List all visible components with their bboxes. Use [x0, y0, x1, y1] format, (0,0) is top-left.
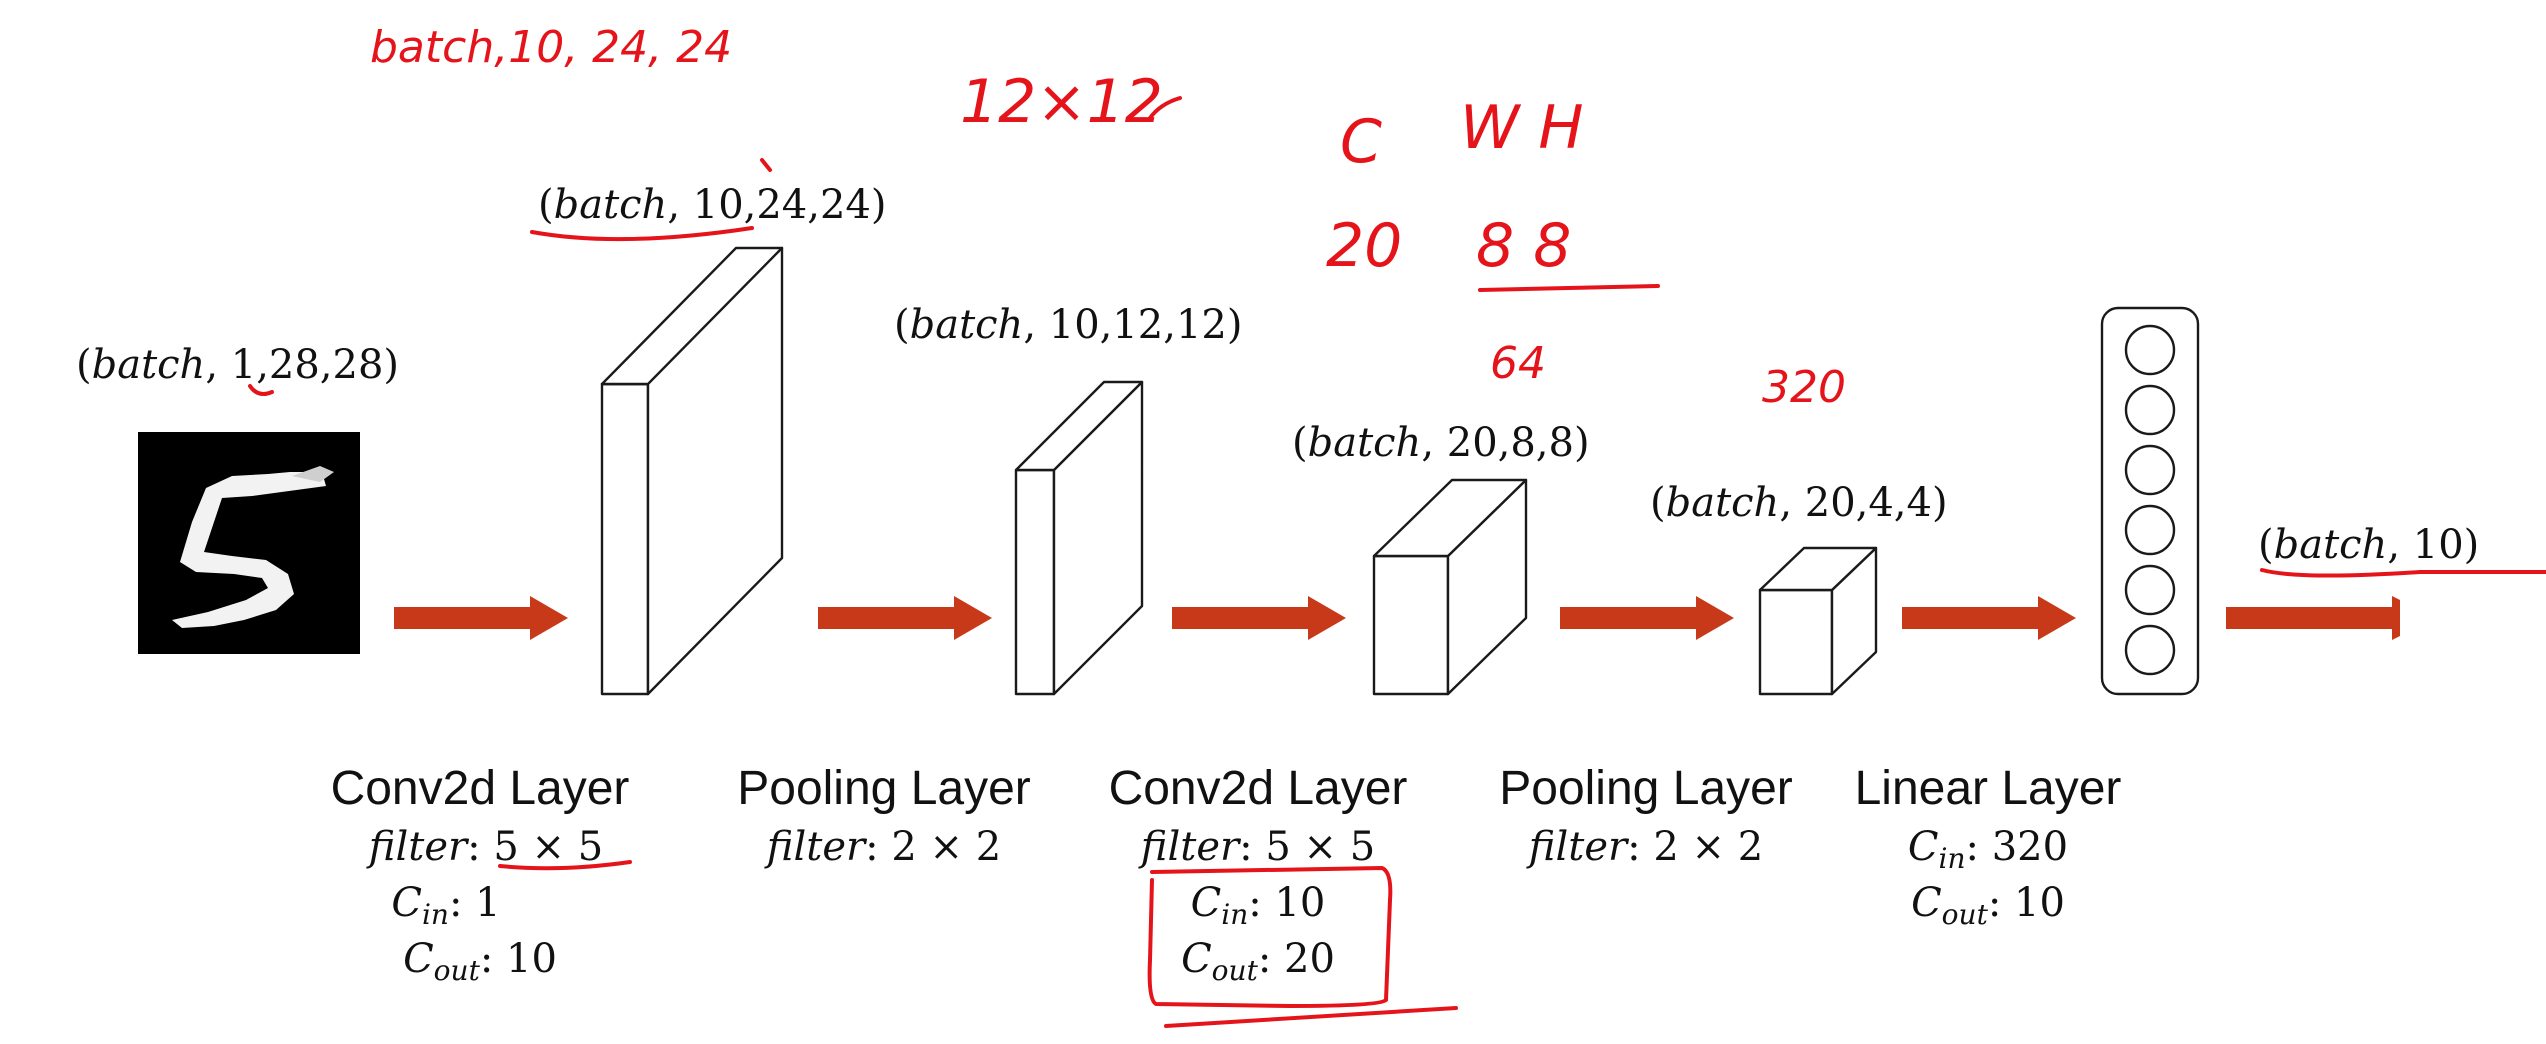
linear-layer-neurons	[2100, 306, 2200, 696]
layer-caption-linear: Linear Layer Cin: 320 Cout: 10	[1855, 762, 2122, 931]
arrow-2	[818, 596, 992, 640]
svg-text:Cout: 10: Cout: 10	[403, 936, 557, 987]
pool1-output-box	[1014, 380, 1144, 696]
svg-text:Cin: 10: Cin: 10	[1191, 880, 1326, 931]
annotation-batch-dims: batch,10, 24, 24	[370, 22, 732, 73]
svg-text:Pooling Layer: Pooling Layer	[737, 762, 1031, 815]
annotation-sixty-four: 64	[1490, 338, 1546, 389]
pool2-output-box	[1758, 546, 1878, 696]
arrow-6	[2226, 596, 2400, 640]
svg-text:filter: 5 × 5: filter: 5 × 5	[1138, 824, 1375, 870]
shape-label-pool2: (batch, 20,4,4)	[1650, 480, 1948, 526]
annotation-wh: W H	[1460, 93, 1584, 163]
svg-text:Cout: 10: Cout: 10	[1911, 880, 2065, 931]
layer-caption-conv2: Conv2d Layer filter: 5 × 5 Cin: 10 Cout:…	[1109, 762, 1408, 987]
shape-label-output: (batch, 10)	[2258, 522, 2479, 568]
svg-text:Pooling Layer: Pooling Layer	[1499, 762, 1793, 815]
annotation-c: C	[1340, 107, 1382, 177]
annotation-twelve-by-twelve: 12×12	[960, 67, 1163, 137]
arrow-5	[1902, 596, 2076, 640]
conv2-output-box	[1372, 478, 1528, 696]
shape-label-input: (batch, 1,28,28)	[76, 342, 399, 388]
svg-text:Conv2d Layer: Conv2d Layer	[1109, 762, 1408, 815]
svg-text:Cout: 20: Cout: 20	[1181, 936, 1335, 987]
layer-caption-pool2: Pooling Layer filter: 2 × 2	[1499, 762, 1793, 870]
svg-text:Linear Layer: Linear Layer	[1855, 762, 2122, 815]
layer-caption-conv1: Conv2d Layer filter: 5 × 5 Cin: 1 Cout: …	[331, 762, 630, 987]
shape-label-conv1: (batch, 10,24,24)	[538, 182, 886, 228]
annotation-eight-eight: 8 8	[1476, 211, 1571, 281]
svg-text:filter: 5 × 5: filter: 5 × 5	[366, 824, 603, 870]
red-ink-strokes	[248, 96, 2546, 1028]
input-digit-image	[138, 432, 360, 654]
arrow-4	[1560, 596, 1734, 640]
svg-text:Cin: 1: Cin: 1	[391, 880, 500, 931]
shape-label-pool1: (batch, 10,12,12)	[894, 302, 1242, 348]
shape-label-conv2: (batch, 20,8,8)	[1292, 420, 1590, 466]
svg-text:filter: 2 × 2: filter: 2 × 2	[764, 824, 1001, 870]
annotation-three-twenty: 320	[1762, 362, 1846, 413]
arrow-3	[1172, 596, 1346, 640]
svg-text:filter: 2 × 2: filter: 2 × 2	[1526, 824, 1763, 870]
layer-caption-pool1: Pooling Layer filter: 2 × 2	[737, 762, 1031, 870]
svg-text:Conv2d Layer: Conv2d Layer	[331, 762, 630, 815]
arrow-1	[394, 596, 568, 640]
svg-text:Cin: 320: Cin: 320	[1908, 824, 2068, 875]
conv1-output-box	[600, 246, 784, 696]
annotation-twenty: 20	[1326, 211, 1402, 281]
